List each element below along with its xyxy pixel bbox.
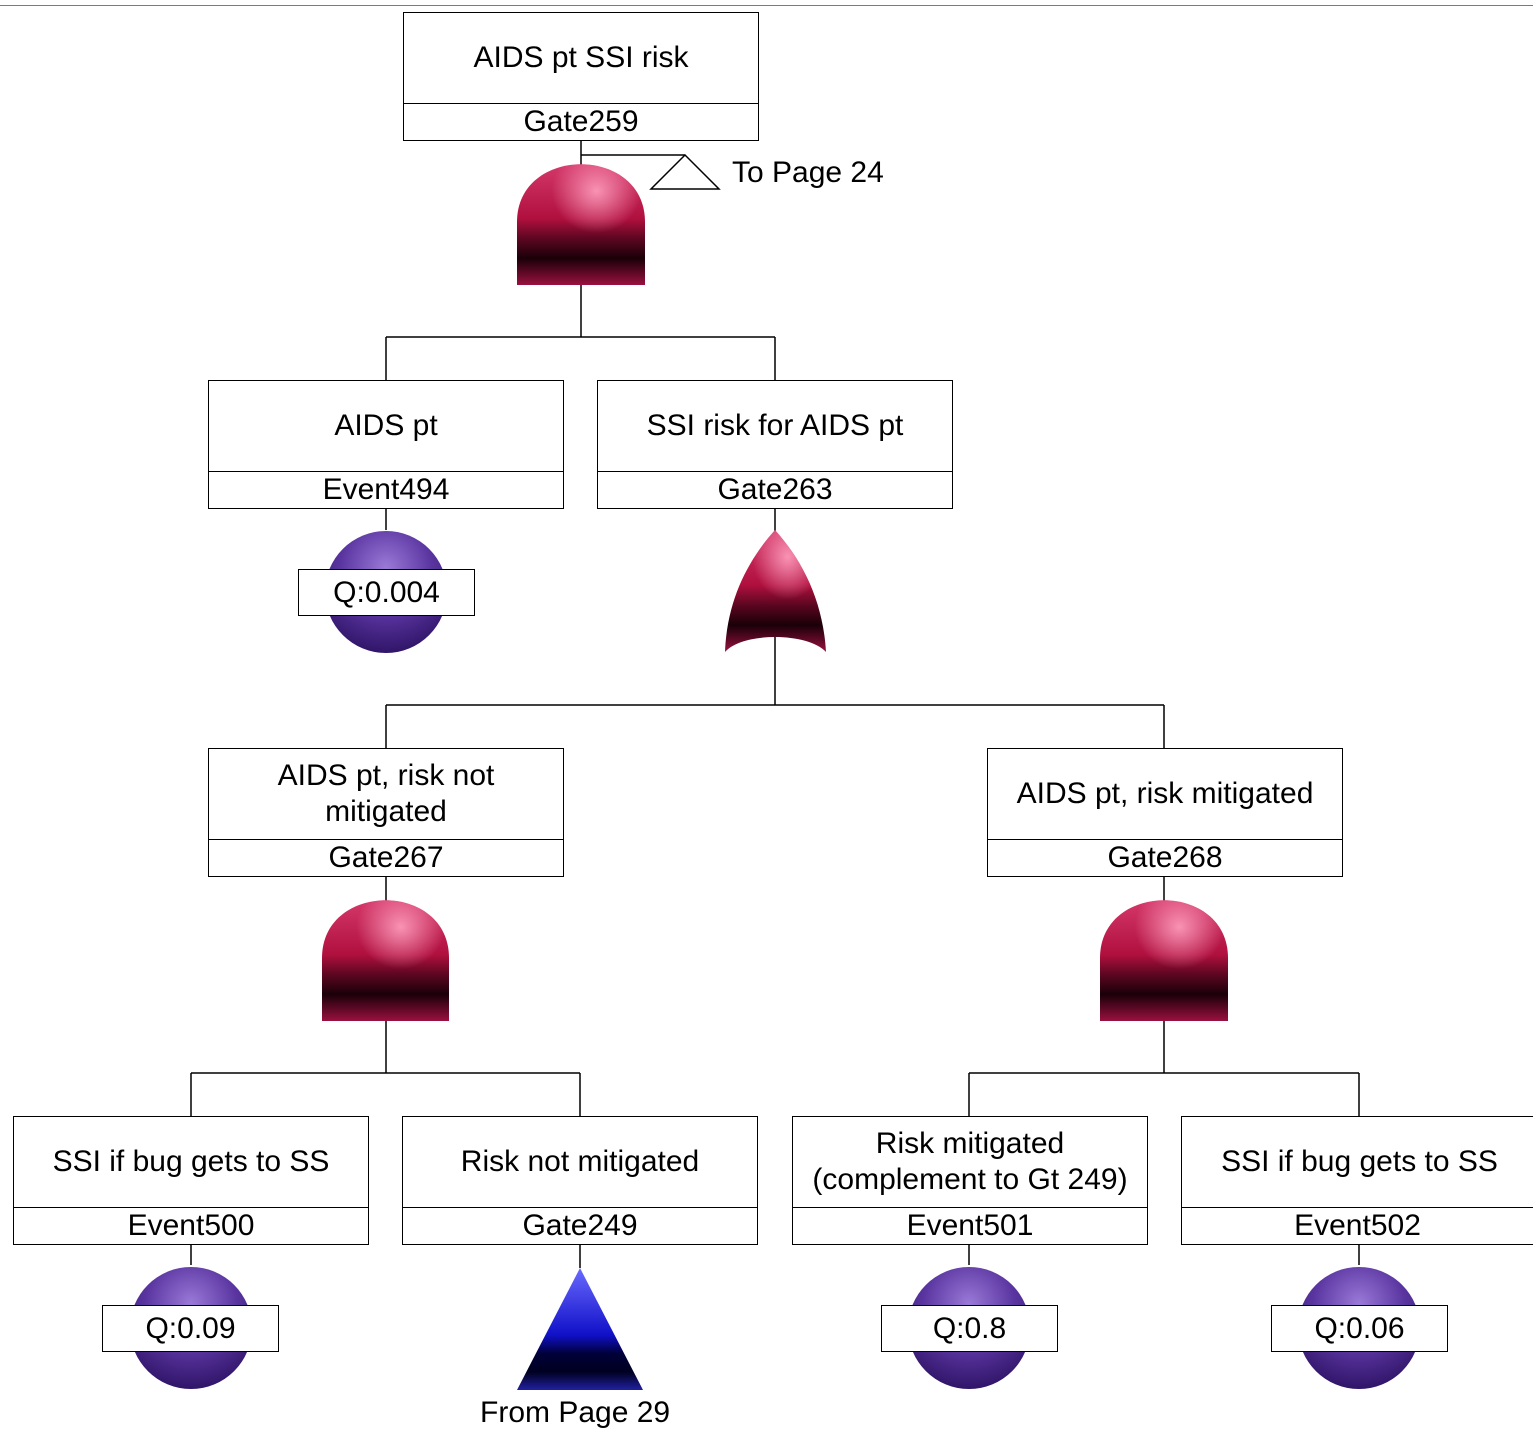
- node-id: Gate249: [403, 1207, 757, 1244]
- and-gate-icon-gate268: [1100, 900, 1228, 1021]
- node-gate268: AIDS pt, risk mitigated Gate268: [987, 748, 1343, 877]
- node-id: Event502: [1182, 1207, 1533, 1244]
- node-title: AIDS pt: [334, 409, 438, 442]
- node-id: Gate263: [598, 471, 952, 508]
- from-page-label: From Page 29: [480, 1396, 671, 1429]
- node-id: Event500: [14, 1207, 368, 1244]
- node-event501: Risk mitigated (complement to Gt 249) Ev…: [792, 1116, 1148, 1245]
- node-title: AIDS pt, risk mitigated: [1016, 777, 1314, 810]
- node-title: Risk mitigated (complement to Gt 249): [812, 1127, 1128, 1196]
- node-id: Event501: [793, 1207, 1147, 1244]
- node-gate249: Risk not mitigated Gate249: [402, 1116, 758, 1245]
- node-gate267: AIDS pt, risk not mitigated Gate267: [208, 748, 564, 877]
- node-gate259: AIDS pt SSI risk Gate259: [403, 12, 759, 141]
- transfer-in-triangle-icon: [517, 1268, 643, 1390]
- or-gate-icon-gate263: [725, 530, 826, 652]
- probability-label-event501: Q:0.8: [881, 1305, 1058, 1352]
- node-id: Gate267: [209, 839, 563, 876]
- node-title: SSI if bug gets to SS: [52, 1145, 330, 1178]
- node-title: SSI if bug gets to SS: [1221, 1145, 1498, 1178]
- node-event502: SSI if bug gets to SS Event502: [1181, 1116, 1533, 1245]
- probability-label-event500: Q:0.09: [102, 1305, 279, 1352]
- transfer-out-triangle-icon: [649, 153, 721, 190]
- node-title: SSI risk for AIDS pt: [646, 409, 904, 442]
- top-divider: [0, 5, 1533, 6]
- node-gate263: SSI risk for AIDS pt Gate263: [597, 380, 953, 509]
- node-title: Risk not mitigated: [460, 1145, 700, 1178]
- node-event500: SSI if bug gets to SS Event500: [13, 1116, 369, 1245]
- to-page-label: To Page 24: [732, 156, 884, 189]
- and-gate-icon-gate259: [517, 164, 645, 285]
- node-id: Gate268: [988, 839, 1342, 876]
- probability-label-event502: Q:0.06: [1271, 1305, 1448, 1352]
- node-event494: AIDS pt Event494: [208, 380, 564, 509]
- probability-label-event494: Q:0.004: [298, 569, 475, 616]
- and-gate-icon-gate267: [322, 900, 449, 1021]
- node-title: AIDS pt SSI risk: [473, 41, 689, 74]
- node-id: Event494: [209, 471, 563, 508]
- node-id: Gate259: [404, 103, 758, 140]
- node-title: AIDS pt, risk not mitigated: [277, 759, 495, 828]
- connector-lines: [190, 140, 1360, 1268]
